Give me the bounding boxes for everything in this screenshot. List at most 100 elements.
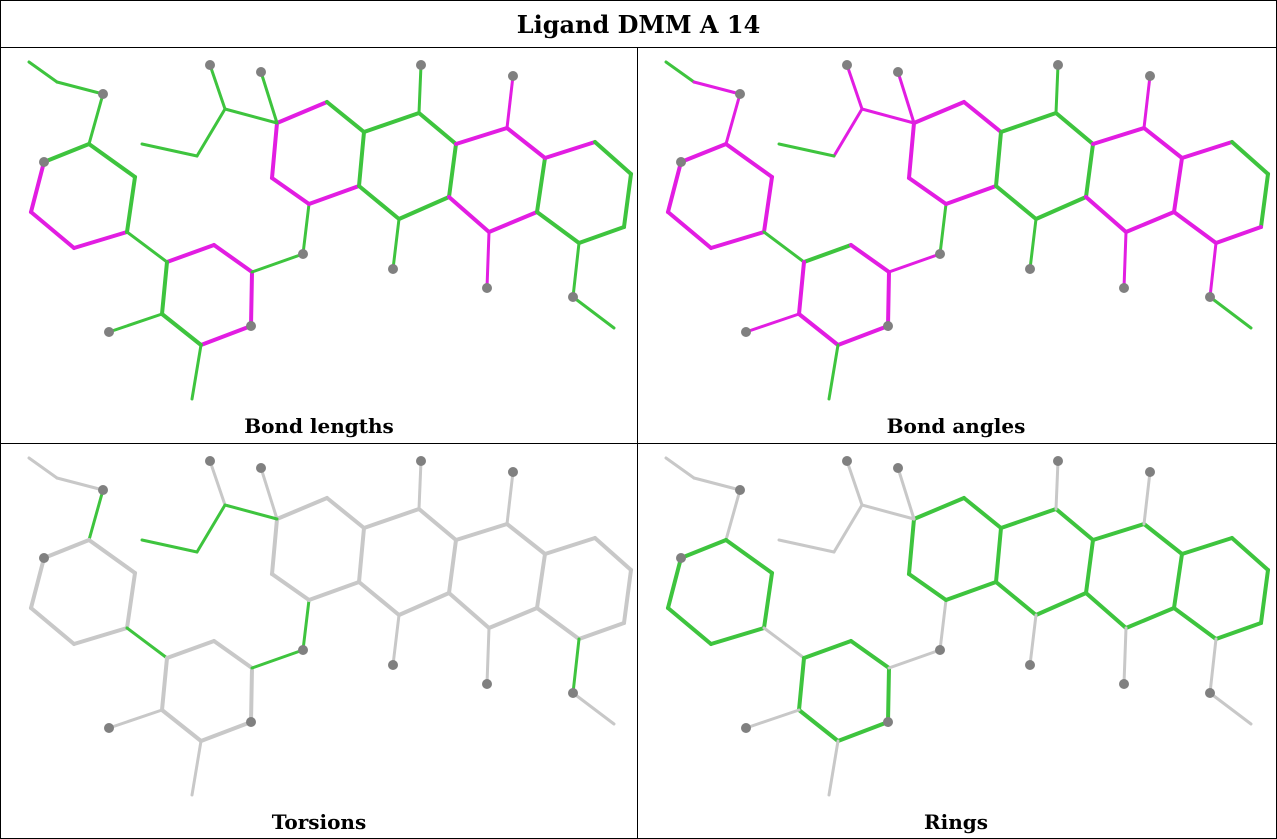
bond-31 [140, 142, 199, 158]
bond-46 [1180, 140, 1234, 160]
bond-16 [744, 312, 801, 334]
bond-51 [1208, 241, 1218, 299]
table-title: Ligand DMM A 14 [516, 9, 761, 39]
atom-u6 [568, 292, 578, 302]
bond-0 [664, 60, 696, 84]
bond-46 [543, 140, 597, 160]
bond-28 [860, 503, 916, 521]
bond-1 [55, 476, 105, 492]
bond-6 [72, 230, 129, 250]
bond-22 [270, 572, 311, 602]
bond-42 [1124, 606, 1176, 630]
bond-44 [1142, 470, 1152, 526]
bond-31 [777, 538, 836, 554]
atom-u4 [508, 467, 518, 477]
bond-9 [762, 626, 806, 660]
bond-11 [212, 243, 254, 274]
bond-47 [593, 140, 633, 176]
atom-u2 [416, 456, 426, 466]
bond-51 [1208, 637, 1218, 695]
atom-u2 [416, 60, 426, 70]
molecule-bond-lengths [27, 60, 633, 401]
atom-u1 [935, 645, 945, 655]
bond-30 [832, 503, 864, 554]
molecule-rings [664, 456, 1270, 797]
bond-10 [165, 243, 216, 264]
bond-9 [125, 230, 169, 264]
bond-8 [724, 538, 774, 575]
atom-u4 [1145, 71, 1155, 81]
bond-42 [1124, 210, 1176, 234]
bond-13 [199, 720, 253, 743]
atom-m1 [741, 723, 751, 733]
bond-29 [208, 459, 227, 507]
bond-35 [1034, 195, 1088, 221]
bond-19 [938, 598, 948, 652]
bond-24 [275, 496, 329, 521]
molecule-torsions [27, 456, 633, 797]
bond-38 [1028, 217, 1038, 271]
bond-26 [896, 70, 916, 125]
bond-25 [962, 100, 1003, 134]
atom-p1 [842, 60, 852, 70]
atom-r2d [883, 321, 893, 331]
molecule-diagram-rings [664, 456, 1270, 797]
bond-8 [87, 538, 137, 575]
atom-r2d [246, 717, 256, 727]
bond-28 [223, 107, 279, 125]
bond-33 [1054, 111, 1095, 146]
title-divider [1, 47, 1276, 48]
atom-r2d [246, 321, 256, 331]
bond-18 [250, 252, 305, 274]
bond-15 [797, 656, 806, 712]
bond-13 [199, 324, 253, 347]
atom-a3 [735, 89, 745, 99]
bond-21 [307, 184, 361, 206]
bond-52 [1208, 691, 1253, 726]
bond-7 [125, 571, 137, 630]
bond-5 [29, 210, 76, 250]
bond-17 [190, 739, 203, 797]
bond-12 [886, 270, 891, 328]
bond-22 [270, 176, 311, 206]
bond-50 [1172, 606, 1218, 641]
bond-25 [325, 100, 366, 134]
bond-15 [160, 260, 169, 316]
atom-u3 [1025, 264, 1035, 274]
bond-2 [87, 92, 105, 146]
bond-45 [1122, 626, 1128, 686]
bond-14 [797, 708, 840, 743]
molecule-bond-angles [664, 60, 1270, 401]
bond-33 [417, 111, 458, 146]
bond-2 [724, 488, 742, 542]
bond-28 [223, 503, 279, 521]
bond-15 [797, 260, 806, 316]
column-divider [637, 48, 638, 838]
bond-9 [762, 230, 806, 264]
bond-17 [190, 343, 203, 401]
bond-2 [724, 92, 742, 146]
bond-36 [357, 580, 401, 617]
panel-bond-angles: Bond angles [638, 48, 1274, 442]
bond-6 [709, 230, 766, 250]
bond-37 [1054, 63, 1060, 115]
atom-p1 [205, 60, 215, 70]
row-divider [1, 443, 1276, 444]
bond-47 [1230, 536, 1270, 572]
bond-8 [724, 142, 774, 179]
bond-35 [397, 195, 451, 221]
caption-torsions: Torsions [271, 810, 367, 834]
bond-22 [907, 176, 948, 206]
bond-34 [447, 142, 458, 199]
atom-q1 [256, 67, 266, 77]
bond-10 [802, 639, 853, 660]
bond-19 [938, 202, 948, 256]
caption-bond-angles: Bond angles [886, 414, 1026, 438]
bond-50 [1172, 210, 1218, 245]
bond-40 [505, 126, 547, 160]
bond-18 [887, 648, 942, 670]
atom-u5 [482, 679, 492, 689]
bond-20 [357, 130, 366, 188]
bond-20 [994, 526, 1003, 584]
bond-30 [195, 107, 227, 158]
